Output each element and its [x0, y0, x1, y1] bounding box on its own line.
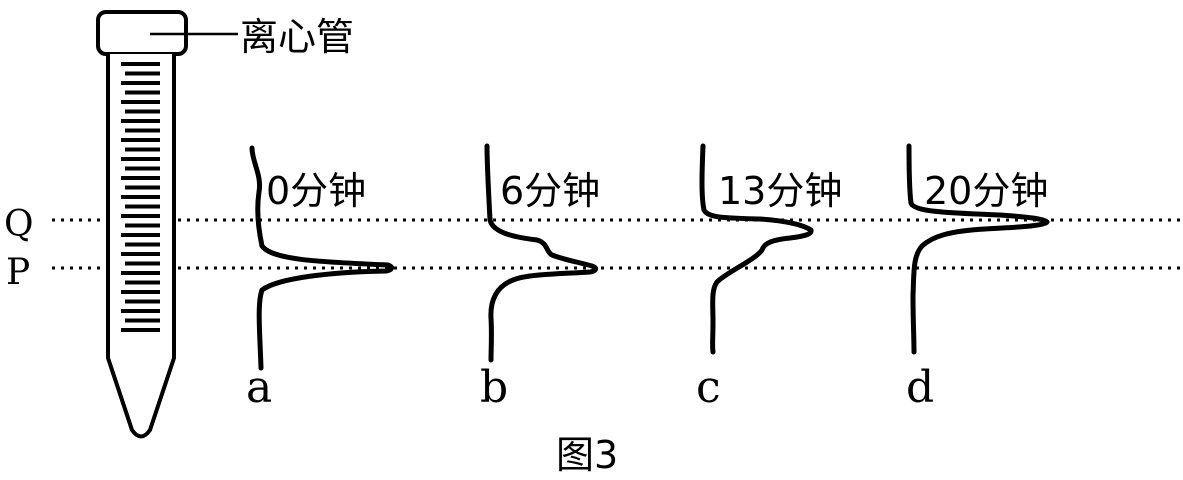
tube-graduations [121, 62, 160, 332]
curve-c-letter: c [696, 362, 721, 413]
tube-label: 离心管 [240, 15, 354, 59]
curve-b-letter: b [480, 362, 508, 413]
curve-c-time-label: 13分钟 [718, 169, 842, 213]
p-label: P [6, 252, 30, 293]
curve-a-letter: a [246, 362, 272, 413]
figure-caption: 图3 [556, 433, 618, 477]
curve-d-time-label: 20分钟 [924, 169, 1048, 213]
curve-b-time-label: 6分钟 [500, 169, 600, 213]
curve-b [484, 143, 599, 363]
curve-a-time-label: 0分钟 [266, 169, 366, 213]
curve-d [906, 143, 1050, 355]
curve-a [249, 145, 395, 371]
q-label: Q [4, 204, 34, 245]
curve-c [699, 143, 814, 355]
curve-d-letter: d [906, 362, 934, 413]
centrifuge-tube [96, 10, 188, 439]
